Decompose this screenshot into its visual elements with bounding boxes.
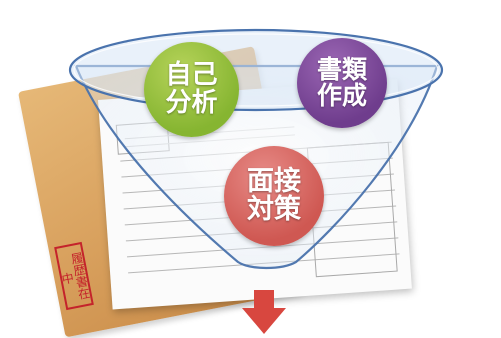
circle-label: 分析: [165, 87, 218, 118]
document-creation-circle: 書類 作成: [297, 38, 387, 128]
circle-label: 対策: [247, 194, 301, 225]
arrow-head: [242, 308, 286, 334]
funnel-rim-highlight: [73, 33, 439, 107]
interview-prep-circle: 面接 対策: [224, 146, 324, 246]
circle-label: 自己: [165, 60, 218, 91]
circle-label: 作成: [316, 81, 367, 110]
circle-label: 書類: [316, 54, 367, 84]
funnel-rim: [68, 28, 444, 112]
arrow-stem: [254, 290, 274, 310]
circle-label: 面接: [247, 165, 301, 197]
self-analysis-circle: 自己 分析: [144, 42, 239, 137]
